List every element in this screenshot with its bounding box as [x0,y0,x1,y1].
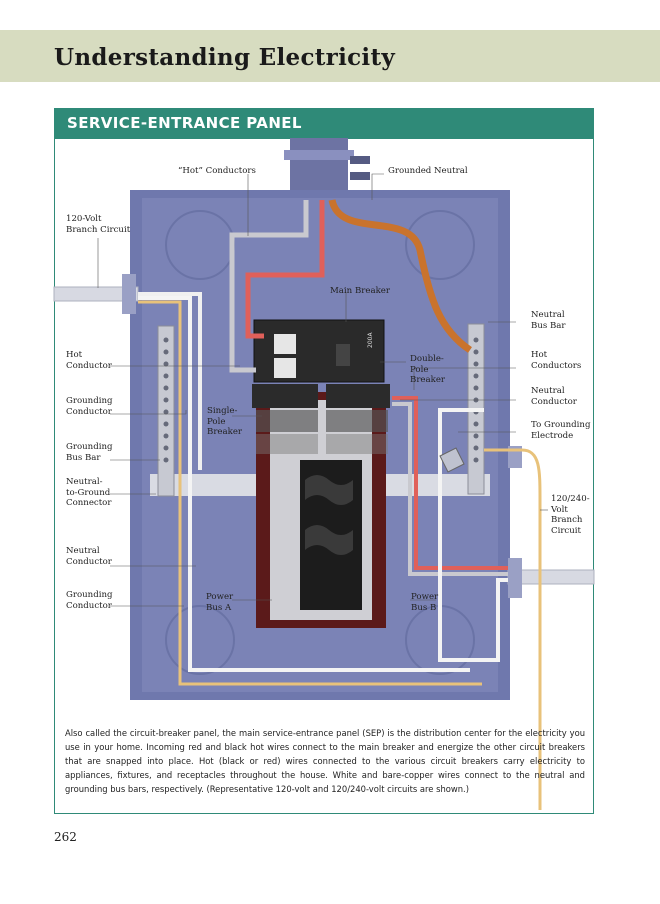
knockout [165,605,235,675]
grounding-conductor-wire [138,300,482,686]
branch-white-wire [438,408,508,662]
label-120-240-volt-branch-circuit: 120/240- Volt Branch Circuit [551,494,590,536]
red-hot-wire [245,200,325,339]
conduit-clamp [350,172,370,180]
page-title: Understanding Electricity [54,44,396,71]
label-grounding-bus-bar: Grounding Bus Bar [66,442,113,463]
label-hot-conductors-top: “Hot” Conductors [178,166,256,176]
figure-title: SERVICE-ENTRANCE PANEL [67,114,302,132]
label-power-bus-b: Power Bus B [411,592,439,613]
breaker-slot [326,410,388,432]
label-to-grounding-electrode: To Grounding Electrode [531,420,591,441]
label-double-pole-breaker: Double- Pole Breaker [410,354,446,385]
label-grounded-neutral: Grounded Neutral [388,166,468,176]
main-lug [274,358,296,378]
grounding-lug [439,447,465,473]
breaker-slot [326,434,388,454]
branch-black-wire [392,402,508,576]
label-neutral-conductor-right: Neutral Conductor [531,386,577,407]
conduit-coupling [284,150,354,160]
label-neutral-bus-bar: Neutral Bus Bar [531,310,566,331]
conduit-clamp [350,156,370,164]
figure-title-bar: SERVICE-ENTRANCE PANEL [55,109,593,139]
breaker-slot [256,410,318,432]
branch-neutral-wire [138,292,202,470]
grounded-neutral-wire [328,198,472,353]
figure-caption: Also called the circuit-breaker panel, t… [65,728,585,794]
header-band [0,30,660,82]
label-grounding-conductor-2: Grounding Conductor [66,590,113,611]
main-switch [336,344,350,366]
breaker-slot [256,434,318,454]
page-number: 262 [54,830,77,844]
black-hot-wire [229,200,309,373]
bus-stab [305,525,353,555]
main-lug [274,334,296,354]
double-pole-breaker [326,384,390,408]
label-neutral-to-ground-connector: Neutral- to-Ground Connector [66,477,112,508]
bus-stab [305,475,353,505]
label-main-breaker: Main Breaker [330,286,390,296]
right-cable-clamp [508,558,522,598]
branch-red-wire [392,396,508,570]
label-hot-conductor: Hot Conductor [66,350,112,371]
label-grounding-conductor: Grounding Conductor [66,396,113,417]
label-120-volt-branch-circuit: 120-Volt Branch Circuit [66,214,131,235]
main-breaker-rating: 200A [367,332,374,348]
grounding-electrode-wire [484,448,542,810]
knockout [405,210,475,280]
label-neutral-conductor-left: Neutral Conductor [66,546,112,567]
single-pole-breaker [252,384,318,408]
label-single-pole-breaker: Single- Pole Breaker [207,406,243,437]
label-hot-conductors-right: Hot Conductors [531,350,582,371]
service-conduit [290,138,348,198]
label-power-bus-a: Power Bus A [206,592,234,613]
left-cable-clamp [122,274,136,314]
main-breaker [253,319,385,383]
neutral-conductor-wire [138,296,470,672]
